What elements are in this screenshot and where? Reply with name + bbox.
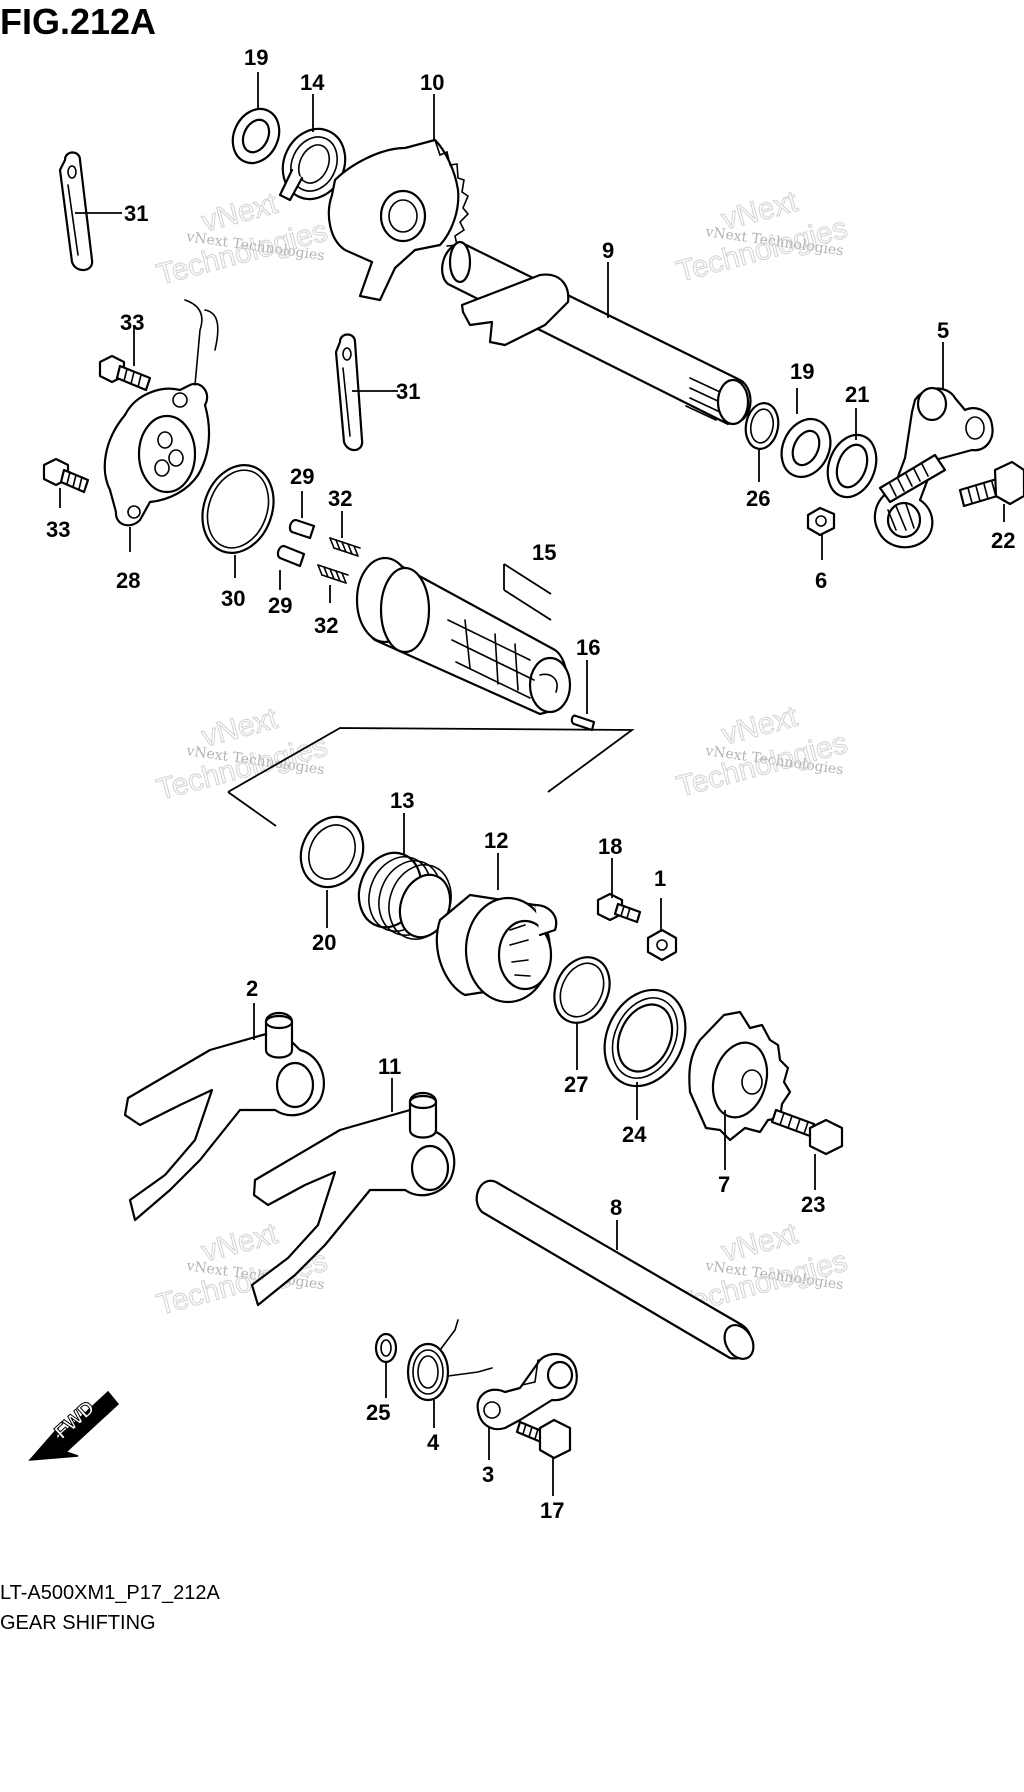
callout-19: 19 [790,359,814,384]
part-16-pin [570,714,596,732]
watermark-mid-right: vNext Technologies vNext Technologies [673,699,852,804]
callout-18: 18 [598,834,622,859]
callout-14: 14 [300,70,325,95]
part-6-nut [806,506,836,537]
callout-32: 32 [314,613,338,638]
callout-2: 2 [246,976,258,1001]
part-14-spring [278,127,347,202]
part-12-cam-gear [435,893,558,1004]
callout-20: 20 [312,930,336,955]
part-13-spring [357,851,452,940]
callout-23: 23 [801,1192,825,1217]
callout-26: 26 [746,486,770,511]
part-29-pin-upper [288,518,316,540]
part-4-spring [406,1319,493,1402]
part-9-gearshift-shaft [441,240,752,426]
callout-6: 6 [815,568,827,593]
part-5-shift-lever [873,386,994,549]
callout-10: 10 [420,70,444,95]
callout-21: 21 [845,382,869,407]
part-19-washer-right [780,418,832,478]
callout-19: 19 [244,45,268,70]
callout-22: 22 [991,528,1015,553]
callout-3: 3 [482,1462,494,1487]
part-8-fork-shaft [475,1179,755,1360]
part-1-nut [646,928,678,962]
figure-title: FIG.212A [0,1,156,42]
callout-32: 32 [328,486,352,511]
leader-lines [59,72,1005,1496]
part-26-circlip [744,402,780,450]
part-23-bolt [770,1108,844,1156]
callout-28: 28 [116,568,140,593]
callout-33: 33 [120,310,144,335]
callout-1: 1 [654,866,666,891]
callout-30: 30 [221,586,245,611]
forward-direction-arrow: FWD [28,1390,120,1461]
part-33-bolt-upper [98,354,152,392]
callout-29: 29 [268,593,292,618]
callout-11: 11 [378,1054,401,1079]
part-24-bearing [603,988,687,1088]
part-29-pin-lower [276,544,306,568]
cam-group-outline [227,727,635,793]
callout-13: 13 [390,788,414,813]
part-27-circlip [553,956,611,1024]
part-5-bolt [878,453,947,504]
part-11-shift-fork [250,1091,456,1307]
section-name-caption: GEAR SHIFTING [0,1612,156,1634]
part-21-oil-seal [826,433,878,499]
part-33-bolt-lower [42,457,90,494]
callout-8: 8 [610,1195,622,1220]
part-31-stopper-plate-left [58,151,94,272]
part-28-cover [103,299,219,527]
callout-31: 31 [396,379,420,404]
callout-9: 9 [602,238,614,263]
part-2-shift-fork [123,1011,325,1222]
callout-labels: 19 14 10 31 9 5 33 31 19 21 26 22 33 29 … [46,45,1015,1523]
part-30-o-ring [201,464,275,554]
part-7-stopper-gear [688,1010,792,1142]
watermark-top-right: vNext Technologies vNext Technologies [673,184,852,289]
callout-29: 29 [290,464,314,489]
part-18-bolt [596,892,642,924]
part-22-bolt [958,460,1024,508]
callout-25: 25 [366,1400,390,1425]
part-31-stopper-plate-center [334,333,364,452]
watermark-mid-left: vNext Technologies vNext Technologies [153,701,332,807]
watermark-bottom-left: vNext Technologies vNext Technologies [153,1216,332,1322]
callout-16: 16 [576,635,600,660]
part-32-spring-upper [329,537,361,557]
part-32-spring-lower [317,564,349,584]
part-19-washer-top [231,107,281,165]
callout-33: 33 [46,517,70,542]
part-17-bolt [515,1418,572,1460]
part-10-shift-arm [327,138,470,302]
callout-24: 24 [622,1122,647,1147]
model-code-caption: LT-A500XM1_P17_212A [0,1582,220,1604]
callout-17: 17 [540,1498,564,1523]
callout-4: 4 [427,1430,440,1455]
callout-12: 12 [484,828,508,853]
part-20-washer [299,815,365,889]
callout-27: 27 [564,1072,588,1097]
callout-15: 15 [532,540,556,565]
part-15-shift-cam [355,556,572,716]
callout-7: 7 [718,1172,730,1197]
watermark-top-left: vNext Technologies vNext Technologies [153,186,332,292]
part-25-washer [374,1332,398,1364]
part-3-stopper-arm [476,1352,578,1431]
cam-group-outline-left [227,791,277,827]
callout-31: 31 [124,201,148,226]
callout-5: 5 [937,318,949,343]
